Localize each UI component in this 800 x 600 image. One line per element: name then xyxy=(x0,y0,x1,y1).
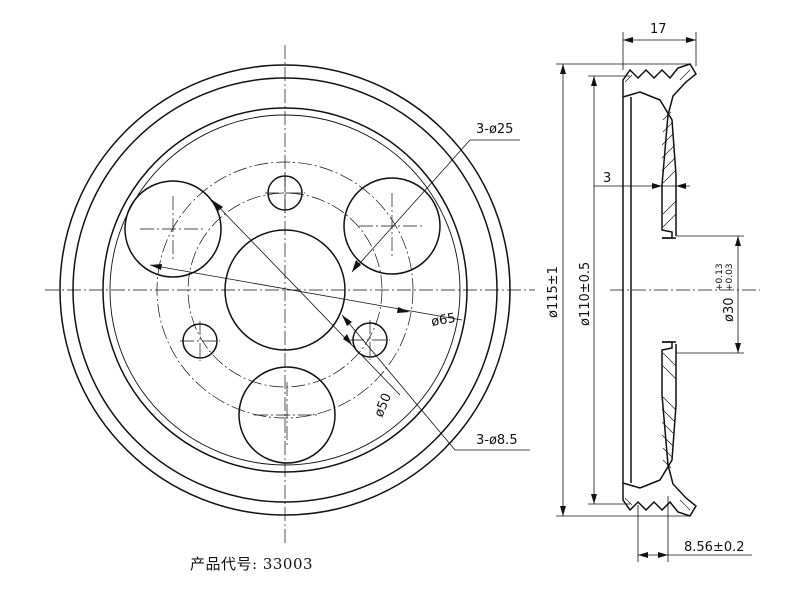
large-hole-label: 3-ø25 xyxy=(476,122,513,137)
bore-arrow-top xyxy=(735,236,741,246)
large-hole-3 xyxy=(238,366,336,464)
large-hole-leader-arrow xyxy=(352,260,361,272)
pcd-inner-dim-line xyxy=(211,199,401,396)
pcd-inner-arrow-bottom xyxy=(343,334,352,345)
front-view: ø65 ø50 3-ø25 3-ø8.5 xyxy=(45,45,535,545)
groove-edge xyxy=(102,107,468,473)
step-label: 3 xyxy=(603,171,611,186)
inner-dia-arrow-top xyxy=(591,76,597,86)
upper-rim-back xyxy=(622,91,641,98)
bore-label: ø30 xyxy=(722,298,737,323)
width-arrow-left xyxy=(623,37,633,43)
offset-arrow-right xyxy=(658,552,668,558)
step-arrow-left xyxy=(652,183,662,189)
outer-dia-arrow-bottom xyxy=(560,506,566,516)
pcd-outer-label: ø65 xyxy=(430,311,457,330)
large-hole-1 xyxy=(124,180,222,278)
outer-dia-arrow-top xyxy=(560,64,566,74)
small-hole-leader xyxy=(341,314,530,451)
pcd-outer-dim-line xyxy=(149,264,463,321)
offset-arrow-left xyxy=(638,552,648,558)
lower-web xyxy=(639,344,677,489)
upper-web xyxy=(639,91,677,236)
lower-rim-back xyxy=(622,482,641,489)
lower-rim-profile xyxy=(622,341,697,517)
step-arrow-right xyxy=(676,183,686,189)
product-code-label: 产品代号: 33003 xyxy=(190,555,314,573)
bore-tol-lower: +0.03 xyxy=(725,263,735,291)
small-hole-centre-marks xyxy=(180,173,390,361)
pcd-inner-label: ø50 xyxy=(372,391,395,419)
small-hole-leader-arrow xyxy=(342,315,352,326)
pcd-outer-arrow-right xyxy=(397,307,410,313)
small-hole-label: 3-ø8.5 xyxy=(476,433,518,448)
large-hole-centre-marks xyxy=(140,193,425,448)
outer-dia-label: ø115±1 xyxy=(546,266,561,318)
width-label: 17 xyxy=(650,22,667,37)
width-arrow-right xyxy=(686,37,696,43)
web-edge xyxy=(109,114,461,466)
inner-dia-label: ø110±0.5 xyxy=(578,262,593,326)
side-view: 17 3 ø115±1 ø110±0.5 ø30 +0.13 +0.03 xyxy=(546,22,760,562)
pcd-outer-arrow-left xyxy=(150,264,162,270)
pitch-circle-large-holes xyxy=(156,161,414,419)
pcd-inner-arrow-top xyxy=(212,200,223,211)
section-hatch-lower xyxy=(624,352,691,511)
offset-label: 8.56±0.2 xyxy=(684,540,745,555)
outer-rim xyxy=(59,64,511,516)
upper-rim-profile xyxy=(622,63,697,239)
bore-arrow-bottom xyxy=(735,343,741,353)
section-hatch-upper xyxy=(624,69,691,228)
large-hole-leader xyxy=(351,139,520,273)
hub-bore xyxy=(224,229,346,351)
pitch-circle-small-holes xyxy=(187,192,383,388)
outer-rim-inner-edge xyxy=(72,77,498,503)
large-hole-2 xyxy=(343,177,441,275)
bore-tol-upper: +0.13 xyxy=(715,263,725,291)
inner-dia-arrow-bottom xyxy=(591,494,597,504)
